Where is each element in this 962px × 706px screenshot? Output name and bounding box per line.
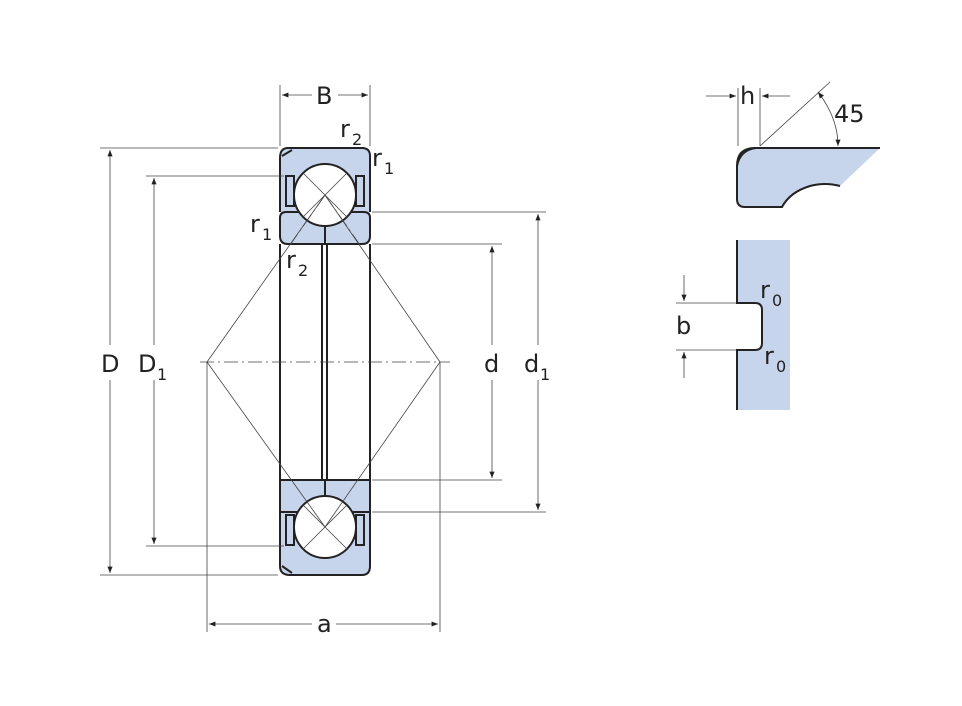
detail-chamfer bbox=[706, 81, 880, 208]
label-a: a bbox=[317, 610, 332, 638]
label-B: B bbox=[316, 82, 332, 110]
label-D: D bbox=[101, 350, 119, 378]
label-b: b bbox=[676, 312, 691, 340]
label-D1-sub: 1 bbox=[157, 365, 167, 384]
label-r1-left: r bbox=[250, 210, 260, 238]
label-r2-bottom: r bbox=[286, 246, 296, 274]
label-r1-top: r bbox=[372, 144, 382, 172]
label-r2-bottom-sub: 2 bbox=[298, 261, 308, 280]
label-angle: 45 bbox=[834, 100, 865, 128]
contact-lines bbox=[206, 194, 441, 528]
label-r0-top-sub: 0 bbox=[772, 291, 782, 310]
label-d: d bbox=[484, 350, 499, 378]
label-h: h bbox=[740, 82, 755, 110]
label-r0-top: r bbox=[760, 276, 770, 304]
label-r0-bottom-sub: 0 bbox=[776, 357, 786, 376]
label-r2-top: r bbox=[340, 115, 350, 143]
detail-groove bbox=[676, 240, 790, 410]
dimension-lines bbox=[100, 85, 546, 632]
label-d1-sub: 1 bbox=[540, 365, 550, 384]
label-D1: D bbox=[138, 350, 156, 378]
label-r0-bottom: r bbox=[764, 342, 774, 370]
label-r1-left-sub: 1 bbox=[262, 225, 272, 244]
label-r1-top-sub: 1 bbox=[384, 159, 394, 178]
label-r2-top-sub: 2 bbox=[352, 130, 362, 149]
label-d1: d bbox=[524, 350, 539, 378]
